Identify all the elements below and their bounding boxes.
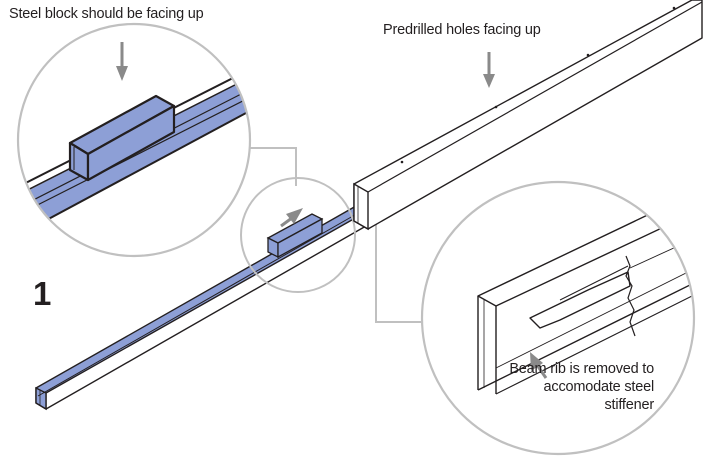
beam-rib-note: Beam rib is removed to accomodate steel … [509, 361, 654, 413]
left-detail-callout [16, 22, 252, 258]
drill-hole [494, 105, 498, 109]
predrilled-beam [353, 0, 703, 231]
step-number: 1 [33, 275, 52, 312]
down-arrow-icon [483, 52, 495, 88]
steel-block-note: Steel block should be facing up [9, 6, 204, 22]
drill-hole [586, 53, 590, 57]
left-callout-leader [243, 147, 297, 186]
down-arrow-icon [116, 42, 128, 81]
small-callout-circle [240, 177, 356, 293]
up-left-arrow-icon [530, 352, 548, 379]
right-callout-leader [375, 208, 422, 323]
right-detail-callout [420, 180, 696, 456]
steel-block-small [266, 213, 324, 259]
right-arrow-icon [280, 208, 303, 228]
predrilled-holes-note: Predrilled holes facing up [383, 22, 541, 38]
drill-hole [672, 6, 676, 10]
drill-hole [400, 160, 404, 164]
